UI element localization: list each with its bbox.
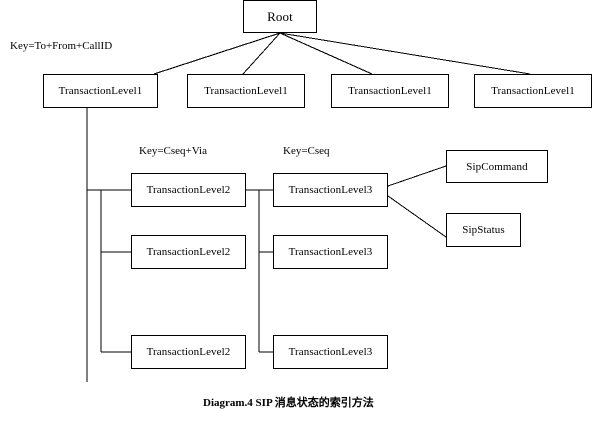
edge-root-to-level1-4	[279, 32, 531, 75]
node-root[interactable]: Root	[243, 0, 317, 33]
node-transaction-level3-1[interactable]: TransactionLevel3	[273, 173, 388, 207]
node-transaction-level2-1[interactable]: TransactionLevel2	[131, 173, 246, 207]
node-transaction-level1-1[interactable]: TransactionLevel1	[43, 74, 158, 108]
node-transaction-level2-2[interactable]: TransactionLevel2	[131, 235, 246, 269]
key-label-level2: Key=Cseq+Via	[139, 145, 207, 157]
edge-level3-to-sipstatus	[387, 195, 447, 238]
node-transaction-level3-3[interactable]: TransactionLevel3	[273, 335, 388, 369]
edge-level2-bus	[87, 189, 102, 352]
edge-root-to-level1-2	[242, 32, 281, 75]
key-label-level3: Key=Cseq	[283, 145, 330, 157]
node-sip-status[interactable]: SipStatus	[446, 213, 521, 247]
edge-level3-bus	[246, 189, 260, 352]
node-transaction-level1-3[interactable]: TransactionLevel1	[331, 74, 449, 108]
node-transaction-level1-2[interactable]: TransactionLevel1	[187, 74, 305, 108]
node-transaction-level2-3[interactable]: TransactionLevel2	[131, 335, 246, 369]
key-label-level1: Key=To+From+CallID	[10, 40, 113, 52]
edge-root-to-level1-1	[153, 32, 281, 75]
node-transaction-level3-2[interactable]: TransactionLevel3	[273, 235, 388, 269]
edge-level3-to-sipcommand	[387, 165, 447, 187]
edge-root-to-level1-3	[279, 32, 373, 75]
diagram-caption: Diagram.4 SIP 消息状态的索引方法	[203, 397, 374, 409]
node-transaction-level1-4[interactable]: TransactionLevel1	[474, 74, 592, 108]
node-sip-command[interactable]: SipCommand	[446, 150, 548, 183]
